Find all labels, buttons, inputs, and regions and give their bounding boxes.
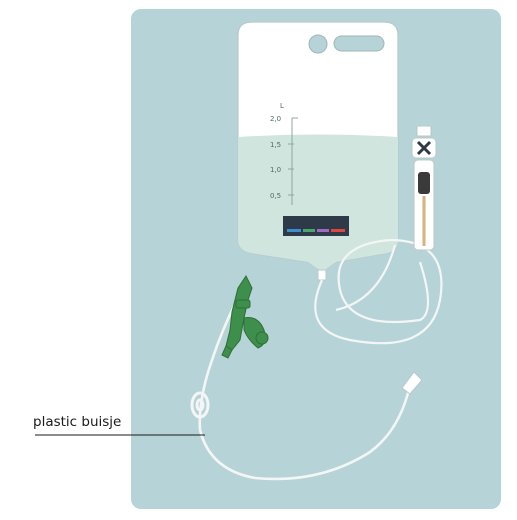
scale-tick-label: 2,0 [270, 115, 281, 123]
scale-unit: L [280, 102, 284, 110]
syringe-icon [412, 126, 436, 250]
scale-tick-label: 1,0 [270, 166, 281, 174]
scale-tick-label: 1,5 [270, 141, 281, 149]
handle-slot [334, 36, 384, 51]
scale-tick-label: 0,5 [270, 192, 281, 200]
callout-label: plastic buisje [33, 414, 121, 430]
hang-hole [309, 35, 327, 53]
bag-label-strip [283, 216, 349, 236]
